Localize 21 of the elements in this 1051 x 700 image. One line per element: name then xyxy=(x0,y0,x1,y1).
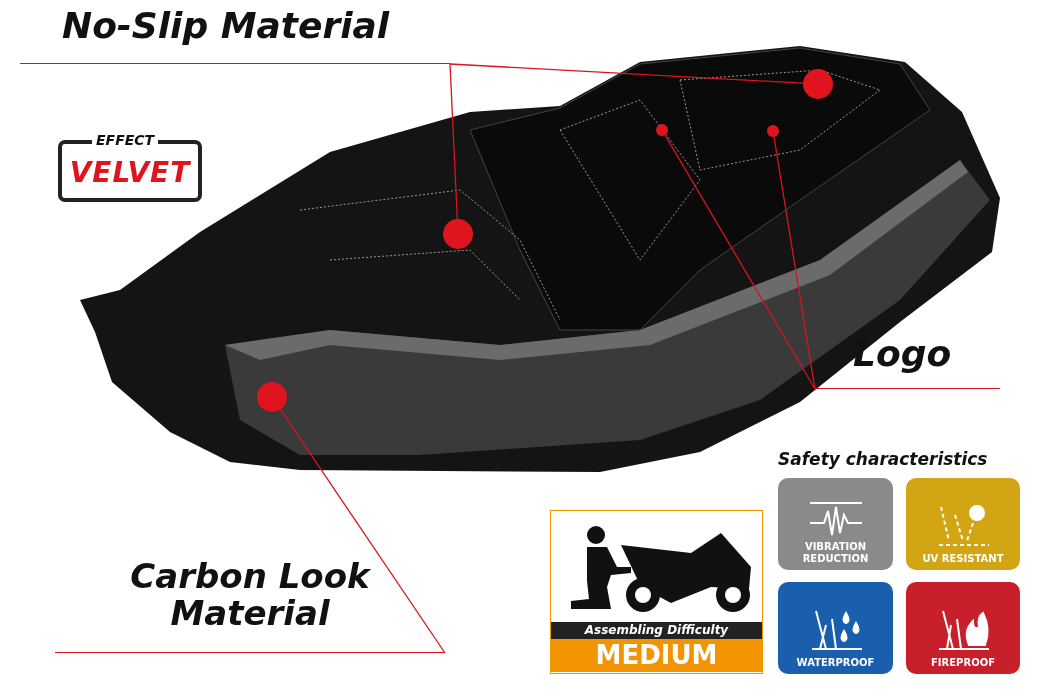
feature-label: WATERPROOF xyxy=(796,656,875,668)
difficulty-caption: Assembling Difficulty xyxy=(551,622,762,639)
feature-label: VIBRATION REDUCTION xyxy=(801,541,870,564)
feature-label: UV RESISTANT xyxy=(922,552,1004,564)
feature-label: FIREPROOF xyxy=(931,656,995,668)
callout-label: No-Slip Material xyxy=(62,6,391,46)
badge-caption: EFFECT xyxy=(92,132,159,148)
leader-line xyxy=(773,136,816,390)
feature-tile xyxy=(778,478,893,570)
leader-line xyxy=(449,63,458,220)
feature-tile xyxy=(778,582,893,674)
leader-line xyxy=(279,408,446,654)
difficulty-level: MEDIUM xyxy=(551,639,762,672)
badge-title: VELVET xyxy=(68,156,192,189)
feature-tile xyxy=(906,478,1020,570)
difficulty-panel xyxy=(550,510,763,674)
callout-label: Carbon Look Material xyxy=(129,558,372,633)
feature-tile xyxy=(906,582,1020,674)
section-heading: Safety characteristics xyxy=(778,449,988,469)
leader-line xyxy=(449,63,804,84)
leader-line xyxy=(664,134,816,390)
